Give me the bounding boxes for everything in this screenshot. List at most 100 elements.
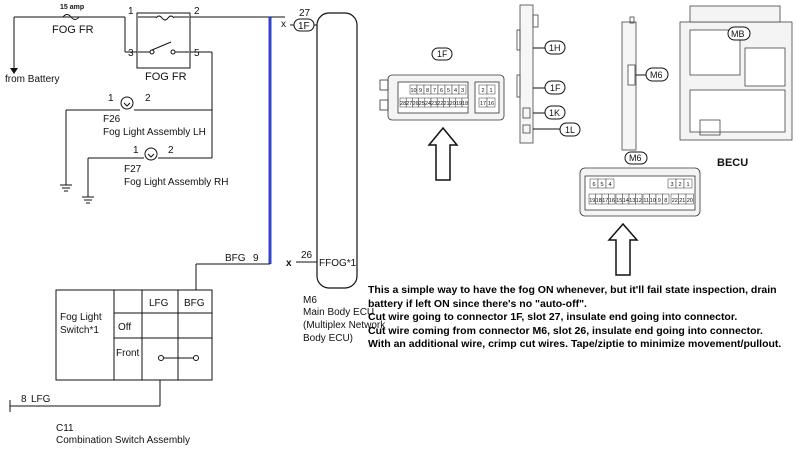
pin-label: 13 bbox=[629, 198, 635, 204]
relay-pin-2: 2 bbox=[194, 6, 200, 17]
connector-label-1k: 1K bbox=[533, 105, 566, 120]
connector-label-mb: MB bbox=[727, 26, 751, 41]
switch-title2: Switch*1 bbox=[60, 325, 99, 336]
combo-id: C11 bbox=[56, 423, 74, 434]
relay-pin-1: 1 bbox=[128, 6, 134, 17]
ecu-name: Main Body ECU bbox=[303, 307, 374, 318]
lfg-label: LFG bbox=[31, 394, 51, 405]
pin-label: 20 bbox=[687, 198, 693, 204]
pin-cell bbox=[662, 193, 670, 205]
pin-label: 21 bbox=[679, 198, 685, 204]
note-line-1: This a simple way to have the fog ON whe… bbox=[368, 284, 777, 310]
connector-1f-face bbox=[379, 74, 505, 121]
pin-cell bbox=[683, 178, 693, 189]
pin-label: 16 bbox=[488, 101, 494, 107]
combo-name: Combination Switch Assembly bbox=[56, 435, 190, 446]
ecu-id: M6 bbox=[303, 295, 317, 306]
becu-label: BECU bbox=[717, 157, 748, 169]
fog-rh-id: F27 bbox=[124, 164, 142, 175]
lfg-pin: 8 bbox=[21, 394, 27, 405]
pin-label: 9 bbox=[658, 198, 661, 204]
pin-label: 5 bbox=[600, 182, 603, 188]
fog-rh-pin2: 2 bbox=[168, 145, 174, 156]
fog-lh-pin2: 2 bbox=[145, 93, 151, 104]
pin-label: 20 bbox=[450, 101, 456, 107]
svg-text:MB: MB bbox=[731, 29, 745, 39]
pin-label: 1 bbox=[489, 88, 492, 94]
pin-label: 17 bbox=[602, 198, 608, 204]
pin-label: 24 bbox=[425, 101, 431, 107]
connector-label-m6-bottom: M6 bbox=[624, 151, 648, 165]
pin-label: 10 bbox=[650, 198, 656, 204]
svg-text:M6: M6 bbox=[629, 153, 642, 163]
pin-cell bbox=[605, 178, 615, 189]
note-line-3: Cut wire coming from connector M6, slot … bbox=[368, 324, 763, 337]
pin-cell bbox=[608, 193, 616, 205]
fog-light-lh: 1 2 F26 Fog Light Assembly LH bbox=[60, 93, 212, 192]
relay-coil-icon bbox=[155, 15, 175, 21]
pin-label: 28 bbox=[400, 101, 406, 107]
connector-label-1l: 1L bbox=[533, 122, 581, 137]
svg-text:1F: 1F bbox=[437, 49, 448, 59]
m6-board bbox=[621, 16, 637, 151]
pin-label: 19 bbox=[456, 101, 462, 107]
pin-label: 4 bbox=[454, 88, 457, 94]
pin-label: 2 bbox=[678, 182, 681, 188]
fog-light-switch: Fog Light Switch*1 LFG BFG Off Front bbox=[55, 289, 213, 381]
pin-label: 18 bbox=[462, 101, 468, 107]
cut-mark-1f: x bbox=[281, 19, 286, 30]
pin-label: 3 bbox=[461, 88, 464, 94]
pin-label: 12 bbox=[636, 198, 642, 204]
relay-pin-5: 5 bbox=[194, 48, 200, 59]
connector-label-m6: M6 bbox=[636, 67, 669, 82]
switch-row-off: Off bbox=[118, 322, 131, 333]
conn-1f-label: 1F bbox=[298, 21, 310, 32]
pin-cell bbox=[486, 97, 496, 108]
up-arrow-icon bbox=[427, 126, 459, 181]
connector-m6-face bbox=[579, 167, 701, 217]
svg-text:1H: 1H bbox=[549, 43, 561, 53]
pin-label: 3 bbox=[670, 182, 673, 188]
bfg-label: BFG bbox=[225, 253, 246, 264]
pin-label: 7 bbox=[433, 88, 436, 94]
pin-label: 25 bbox=[419, 101, 425, 107]
connector-label-1f: 1F bbox=[533, 80, 566, 95]
fog-lh-name: Fog Light Assembly LH bbox=[103, 127, 206, 138]
slot-26: 26 bbox=[301, 250, 313, 261]
switch-col-bfg: BFG bbox=[184, 298, 205, 309]
becu-module bbox=[679, 5, 793, 141]
fog-lh-id: F26 bbox=[103, 114, 121, 125]
pin-label: 8 bbox=[664, 198, 667, 204]
fuse-group: 15 amp FOG FR from Battery bbox=[5, 4, 125, 85]
pin-label: 6 bbox=[592, 182, 595, 188]
svg-text:1K: 1K bbox=[549, 108, 560, 118]
pin-label: 15 bbox=[616, 198, 622, 204]
connector-1f-slot27: x 27 1F bbox=[281, 8, 315, 32]
connector-label-1h: 1H bbox=[533, 40, 566, 55]
svg-text:1L: 1L bbox=[565, 125, 575, 135]
pin-label: 17 bbox=[480, 101, 486, 107]
lfg-wire: 8 LFG C11 Combination Switch Assembly bbox=[9, 380, 190, 446]
fog-rh-name: Fog Light Assembly RH bbox=[124, 177, 229, 188]
pin-label: 2 bbox=[481, 88, 484, 94]
pin-cell bbox=[486, 84, 496, 95]
pin-label: 5 bbox=[447, 88, 450, 94]
pin-label: 10 bbox=[410, 88, 416, 94]
slot-27: 27 bbox=[299, 8, 311, 19]
fuse-amp: 15 amp bbox=[60, 4, 84, 11]
pin-label: 6 bbox=[440, 88, 443, 94]
fog-relay: 1 2 3 5 FOG FR bbox=[124, 6, 270, 111]
pin-label: 8 bbox=[426, 88, 429, 94]
svg-text:1F: 1F bbox=[550, 83, 561, 93]
ffog-label: FFOG*1 bbox=[319, 258, 357, 269]
pin-label: 14 bbox=[623, 198, 629, 204]
pin-label: 9 bbox=[419, 88, 422, 94]
bfg-wire: BFG 9 bbox=[195, 253, 270, 290]
pin-label: 1 bbox=[686, 182, 689, 188]
note-line-2: Cut wire going to connector 1F, slot 27,… bbox=[368, 311, 738, 324]
note-line-4: With an additional wire, crimp cut wires… bbox=[368, 338, 782, 351]
instructions-note: This a simple way to have the fog ON whe… bbox=[368, 284, 796, 352]
